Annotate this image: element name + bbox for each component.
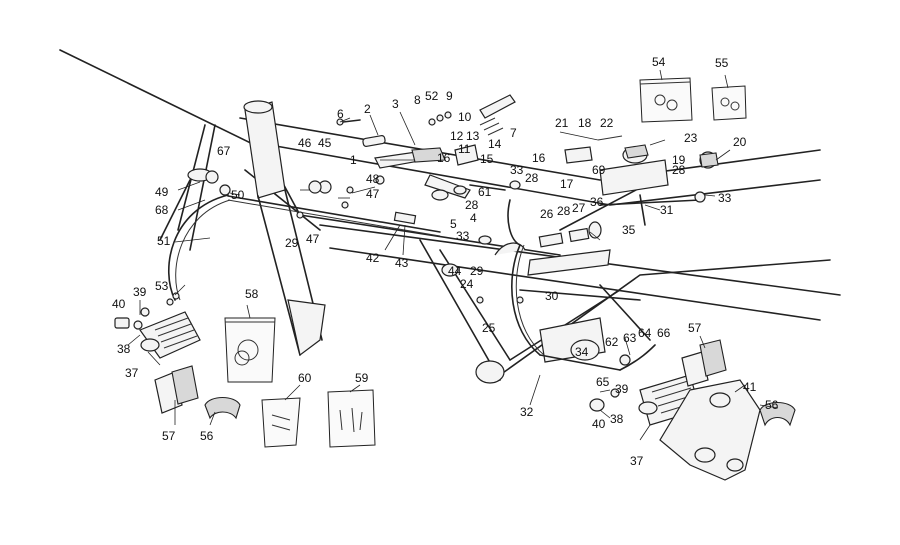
callout-56b: 56 <box>765 398 779 412</box>
callout-57a: 57 <box>162 429 176 443</box>
callout-40a: 40 <box>112 297 126 311</box>
callout-69: 69 <box>592 163 606 177</box>
callout-55: 55 <box>715 56 729 70</box>
callout-23: 23 <box>684 131 698 145</box>
callout-51: 51 <box>157 234 171 248</box>
callout-31: 31 <box>660 203 674 217</box>
callout-37a: 37 <box>125 366 139 380</box>
callout-36: 36 <box>590 195 604 209</box>
callout-9: 9 <box>446 89 453 103</box>
callout-16b: 16 <box>532 151 546 165</box>
callout-28b: 28 <box>465 198 479 212</box>
callout-13: 13 <box>466 129 480 143</box>
callout-10: 10 <box>458 110 472 124</box>
callout-17: 17 <box>560 177 574 191</box>
callout-63: 63 <box>623 331 637 345</box>
callout-50: 50 <box>231 188 245 202</box>
callout-8: 8 <box>414 93 421 107</box>
callout-7: 7 <box>510 126 517 140</box>
callout-12: 12 <box>450 129 464 143</box>
callout-34: 34 <box>575 345 589 359</box>
callout-58: 58 <box>245 287 259 301</box>
callout-20: 20 <box>733 135 747 149</box>
brake-pedal-assembly <box>296 94 516 219</box>
callout-14: 14 <box>488 137 502 151</box>
callout-64: 64 <box>638 326 652 340</box>
callout-44: 44 <box>448 264 462 278</box>
rear-brake-line <box>511 244 656 371</box>
motorcycle-frame <box>59 49 841 384</box>
callout-11: 11 <box>458 142 471 156</box>
callout-54: 54 <box>652 55 666 69</box>
callout-38a: 38 <box>117 342 131 356</box>
callout-2: 2 <box>364 102 371 116</box>
callout-29b: 29 <box>470 264 484 278</box>
callout-59: 59 <box>355 371 369 385</box>
callout-18: 18 <box>578 116 592 130</box>
callout-25: 25 <box>482 321 496 335</box>
callout-15: 15 <box>480 152 494 166</box>
callout-66: 66 <box>657 326 671 340</box>
callout-21: 21 <box>555 116 569 130</box>
callout-49: 49 <box>155 185 169 199</box>
callout-24: 24 <box>460 277 474 291</box>
callout-68: 68 <box>155 203 169 217</box>
callout-3: 3 <box>392 97 399 111</box>
callout-61: 61 <box>478 185 492 199</box>
callout-30: 30 <box>545 289 559 303</box>
callout-35: 35 <box>622 223 636 237</box>
callout-57b: 57 <box>688 321 702 335</box>
loose-parts <box>154 77 796 448</box>
callout-47b: 47 <box>306 232 320 246</box>
callout-67: 67 <box>217 144 231 158</box>
callout-42: 42 <box>366 251 380 265</box>
callout-65: 65 <box>596 375 610 389</box>
rear-caliper <box>589 374 761 481</box>
callout-41: 41 <box>743 380 757 394</box>
callout-4: 4 <box>470 211 477 225</box>
front-caliper <box>114 292 201 359</box>
callout-32: 32 <box>520 405 534 419</box>
callout-28c: 28 <box>557 204 571 218</box>
callout-28d: 28 <box>672 163 686 177</box>
callout-45: 45 <box>318 136 332 150</box>
callout-52: 52 <box>425 89 439 103</box>
callout-40b: 40 <box>592 417 606 431</box>
callout-56a: 56 <box>200 429 214 443</box>
callout-39b: 39 <box>615 382 629 396</box>
callout-27: 27 <box>572 201 586 215</box>
callout-62: 62 <box>605 335 619 349</box>
callout-19: 19 <box>672 153 686 167</box>
callout-16a: 16 <box>437 151 451 165</box>
callout-60: 60 <box>298 371 312 385</box>
callout-29a: 29 <box>285 236 299 250</box>
callout-48: 48 <box>366 172 380 186</box>
callout-6: 6 <box>337 107 344 121</box>
callout-5: 5 <box>450 217 457 231</box>
callout-22: 22 <box>600 116 614 130</box>
callout-46: 46 <box>298 136 312 150</box>
callout-37b: 37 <box>630 454 644 468</box>
callout-26: 26 <box>540 207 554 221</box>
callout-43: 43 <box>395 256 409 270</box>
callout-33a: 33 <box>510 163 524 177</box>
callout-47a: 47 <box>366 187 380 201</box>
leader-lines <box>127 69 779 441</box>
callout-1: 1 <box>350 153 357 167</box>
callout-33b: 33 <box>456 229 470 243</box>
rear-master-cylinder <box>441 135 719 304</box>
callout-28a: 28 <box>525 171 539 185</box>
callout-33c: 33 <box>718 191 732 205</box>
callout-39a: 39 <box>133 285 147 299</box>
callout-labels: 1 2 3 4 5 6 7 8 9 10 11 12 13 14 15 16 1… <box>112 55 779 468</box>
callout-53: 53 <box>155 279 169 293</box>
callout-38b: 38 <box>610 412 624 426</box>
